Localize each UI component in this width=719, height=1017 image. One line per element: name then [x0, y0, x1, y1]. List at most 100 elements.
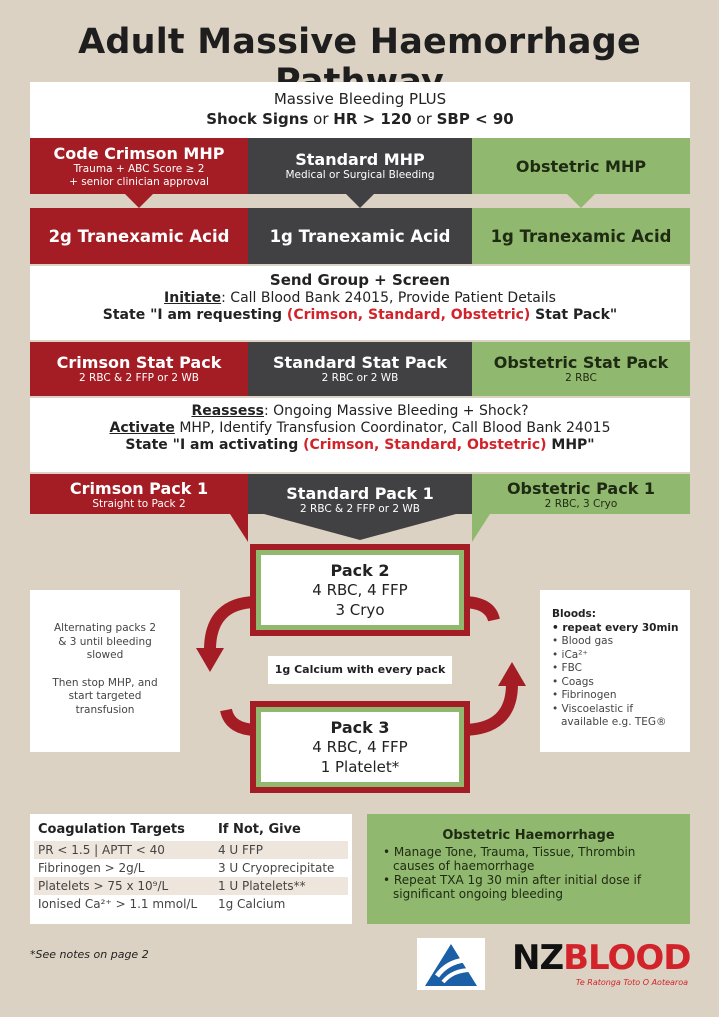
obstetric-stat-sub: 2 RBC	[565, 372, 597, 384]
crimson-pack1-sub: Straight to Pack 2	[92, 498, 186, 510]
pack3-title: Pack 3	[330, 717, 390, 737]
or-1: or	[308, 110, 334, 128]
left-cycle-arrow	[204, 596, 259, 651]
bloods-title: Bloods:	[552, 608, 596, 620]
crimson-mhp: Code Crimson MHP Trauma + ABC Score ≥ 2 …	[30, 138, 248, 194]
coag-target: Fibrinogen > 2g/L	[38, 861, 145, 875]
requesting-c: Stat Pack"	[530, 307, 618, 323]
nz-text: NZ	[512, 938, 564, 978]
standard-mhp-title: Standard MHP	[295, 150, 425, 169]
crimson-mhp-title: Code Crimson MHP	[53, 143, 225, 163]
crimson-mhp-sub1: Trauma + ABC Score ≥ 2	[73, 162, 205, 175]
pack2-box: Pack 2 4 RBC, 4 FFP 3 Cryo	[250, 544, 470, 636]
pack1-crimson-shape	[30, 474, 248, 542]
stat-pack-row: Crimson Stat Pack 2 RBC & 2 FFP or 2 WB …	[30, 342, 690, 396]
table-row: Ionised Ca²⁺ > 1.1 mmol/L 1g Calcium	[34, 895, 348, 913]
coag-give: 4 U FFP	[213, 841, 348, 859]
activate-text: MHP, Identify Transfusion Coordinator, C…	[174, 420, 611, 436]
coagulation-table: Coagulation Targets If Not, Give PR < 1.…	[34, 820, 348, 913]
standard-mhp: Standard MHP Medical or Surgical Bleedin…	[248, 138, 472, 194]
txa-standard: 1g Tranexamic Acid	[248, 208, 472, 264]
hr-threshold: HR > 120	[333, 110, 412, 128]
bloods-item: • Fibrinogen	[552, 689, 617, 701]
triangle-logo-icon	[425, 944, 477, 986]
bloods-item: • Coags	[552, 675, 594, 688]
obstetric-pack1-title: Obstetric Pack 1	[506, 479, 656, 498]
requesting-line: State "I am requesting (Crimson, Standar…	[30, 307, 690, 323]
sbp-threshold: SBP < 90	[436, 110, 514, 128]
stop-mhp-text: Then stop MHP, and start targeted transf…	[52, 676, 158, 716]
table-row: Fibrinogen > 2g/L 3 U Cryoprecipitate	[34, 859, 348, 877]
pack3-box: Pack 3 4 RBC, 4 FFP 1 Platelet*	[250, 701, 470, 793]
arrow-down-icon	[346, 194, 374, 208]
table-row: PR < 1.5 | APTT < 40 4 U FFP	[34, 841, 348, 859]
arrow-down-icon	[196, 648, 224, 672]
bloods-item: • Viscoelastic if available e.g. TEG®	[552, 702, 667, 729]
pack2-line1: 4 RBC, 4 FFP	[312, 580, 408, 599]
footnote: *See notes on page 2	[30, 948, 149, 961]
bloods-box: Bloods: • repeat every 30min • Blood gas…	[540, 590, 690, 752]
standard-pack1: Standard Pack 1 2 RBC & 2 FFP or 2 WB	[248, 474, 472, 516]
send-group-box: Send Group + Screen Initiate: Call Blood…	[30, 266, 690, 340]
crimson-pack1-title: Crimson Pack 1	[69, 479, 209, 498]
pack1-standard-shape	[248, 474, 472, 540]
requesting-options: (Crimson, Standard, Obstetric)	[286, 307, 531, 323]
coag-give: 3 U Cryoprecipitate	[217, 861, 335, 875]
send-line1: Send Group + Screen	[269, 271, 451, 289]
alternating-note: Alternating packs 2 & 3 until bleeding s…	[30, 590, 180, 752]
obstetric-stat-pack: Obstetric Stat Pack 2 RBC	[472, 342, 690, 396]
crimson-pack1: Crimson Pack 1 Straight to Pack 2	[30, 474, 248, 516]
activating-c: MHP"	[546, 437, 595, 453]
bloods-item-text: repeat every 30min	[562, 621, 679, 634]
obstetric-pack1-sub: 2 RBC, 3 Cryo	[544, 498, 618, 510]
alternating-text: Alternating packs 2 & 3 until bleeding s…	[53, 622, 157, 661]
bloods-item-text: Blood gas	[561, 635, 614, 647]
bloods-item: • iCa²⁺	[552, 648, 588, 661]
standard-stat-pack: Standard Stat Pack 2 RBC or 2 WB	[248, 342, 472, 396]
bloods-item: • repeat every 30min	[552, 621, 679, 634]
coag-target: Platelets > 75 x 10⁹/L	[34, 877, 214, 895]
crimson-mhp-sub2: + senior clinician approval	[69, 175, 209, 188]
activating-a: State "I am activating	[125, 437, 304, 453]
blood-text: BLOOD	[563, 938, 691, 978]
obstetric-stat-title: Obstetric Stat Pack	[493, 353, 669, 372]
txa-obstetric: 1g Tranexamic Acid	[472, 208, 690, 264]
initiate-line: Initiate: Call Blood Bank 24015, Provide…	[30, 290, 690, 306]
obstetric-box-item: • Repeat TXA 1g 30 min after initial dos…	[383, 873, 642, 901]
initiate-text: : Call Blood Bank 24015, Provide Patient…	[221, 290, 556, 306]
bloods-item: • Blood gas	[552, 635, 614, 647]
calcium-box: 1g Calcium with every pack	[268, 656, 452, 684]
standard-mhp-sub1: Medical or Surgical Bleeding	[285, 169, 435, 181]
activating-options: (Crimson, Standard, Obstetric)	[303, 437, 547, 453]
requesting-a: State "I am requesting	[102, 307, 287, 323]
pack2-title: Pack 2	[330, 560, 390, 580]
standard-stat-title: Standard Stat Pack	[273, 353, 447, 372]
crimson-stat-pack: Crimson Stat Pack 2 RBC & 2 FFP or 2 WB	[30, 342, 248, 396]
activating-line: State "I am activating (Crimson, Standar…	[30, 437, 690, 453]
coag-give: 1 U Platelets**	[213, 877, 348, 895]
bloods-item-text: Fibrinogen	[561, 689, 617, 701]
pack1-shapes	[30, 474, 690, 542]
reassess-box: Reassess: Ongoing Massive Bleeding + Sho…	[30, 398, 690, 472]
arrow-down-icon	[125, 194, 153, 208]
mhp-row: Code Crimson MHP Trauma + ABC Score ≥ 2 …	[30, 138, 690, 194]
standard-pack1-sub: 2 RBC & 2 FFP or 2 WB	[300, 503, 420, 515]
coagulation-targets-box: Coagulation Targets If Not, Give PR < 1.…	[30, 814, 352, 924]
pack1-obstetric-shape	[472, 474, 690, 542]
crimson-stat-title: Crimson Stat Pack	[56, 353, 222, 372]
reassess-line: Reassess: Ongoing Massive Bleeding + Sho…	[30, 403, 690, 419]
trigger-line2: Shock Signs or HR > 120 or SBP < 90	[30, 110, 690, 128]
coag-give: 1g Calcium	[217, 897, 286, 911]
organisation-logo	[417, 938, 485, 990]
obstetric-box-item-text: Manage Tone, Trauma, Tissue, Thrombin ca…	[393, 845, 636, 873]
reassess-text: : Ongoing Massive Bleeding + Shock?	[264, 403, 529, 419]
standard-pack1-title: Standard Pack 1	[286, 484, 434, 503]
or-2: or	[411, 110, 437, 128]
crimson-stat-sub: 2 RBC & 2 FFP or 2 WB	[79, 372, 199, 384]
pack1-row: Crimson Pack 1 Straight to Pack 2 Standa…	[30, 474, 690, 516]
txa-row: 2g Tranexamic Acid 1g Tranexamic Acid 1g…	[30, 208, 690, 264]
activate-label: Activate	[109, 420, 175, 436]
bloods-item-text: iCa²⁺	[561, 648, 588, 661]
pack3-line1: 4 RBC, 4 FFP	[312, 737, 408, 756]
standard-stat-sub: 2 RBC or 2 WB	[321, 372, 399, 384]
